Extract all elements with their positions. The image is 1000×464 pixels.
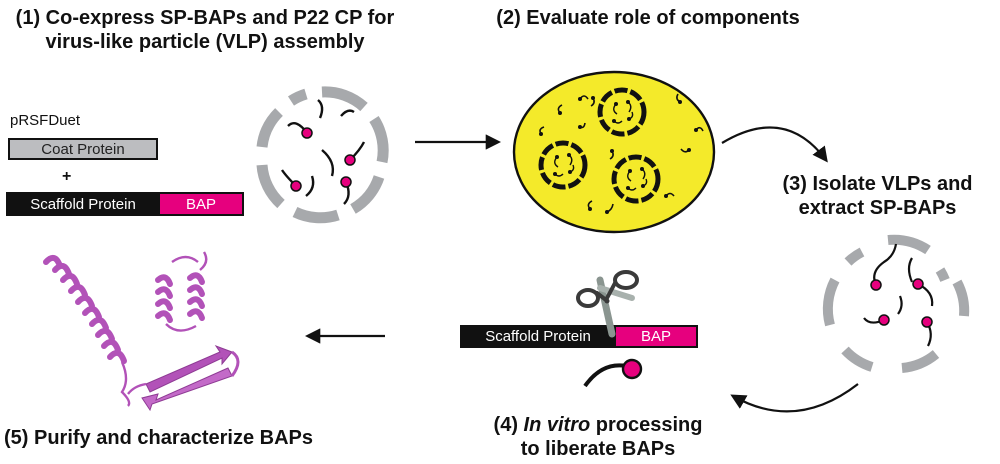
mini-vlp-top: [597, 87, 647, 137]
cell-with-vlps: [512, 70, 716, 234]
liberated-bap: [583, 358, 643, 388]
step5-title: (5) Purify and characterize BAPs: [4, 426, 349, 450]
protein-structure-icon: [43, 251, 240, 412]
step4-prefix: (4): [493, 414, 524, 436]
step4-title-line2: to liberate BAPs: [520, 438, 676, 460]
step2-title: (2) Evaluate role of components: [468, 6, 828, 30]
disrupted-vlp: [822, 234, 970, 373]
bap-bar: BAP: [158, 192, 244, 216]
step1-title: (1) Co-express SP-BAPs and P22 CP for vi…: [0, 6, 410, 54]
step1-title-line2: virus-like particle (VLP) assembly: [45, 31, 365, 53]
vlp-shell: [256, 86, 389, 224]
processing-bap-label: BAP: [640, 328, 671, 345]
step2-title-line1: (2) Evaluate role of components: [496, 7, 800, 29]
scaffold-protein-label: Scaffold Protein: [30, 195, 136, 213]
coat-protein-label: Coat Protein: [41, 140, 125, 158]
bap-label: BAP: [185, 195, 216, 213]
step4-italic: In vitro: [523, 414, 591, 436]
step4-title: (4) In vitro processing to liberate BAPs: [448, 413, 748, 461]
processing-bap-bar: BAP: [614, 325, 698, 348]
curved-arrow-icon: [730, 383, 859, 413]
step3-title: (3) Isolate VLPs and extract SP-BAPs: [755, 172, 1000, 220]
step4-suffix: processing: [590, 414, 703, 436]
step5-title-line1: (5) Purify and characterize BAPs: [4, 427, 313, 449]
beta-hairpin: [127, 344, 240, 412]
plus-sign: +: [62, 168, 72, 185]
step3-title-line2: extract SP-BAPs: [798, 197, 957, 219]
processing-scaffold-label: Scaffold Protein: [485, 328, 591, 345]
mini-vlp-left: [538, 140, 588, 190]
step3-title-line1: (3) Isolate VLPs and: [782, 173, 973, 195]
mini-vlp-right: [611, 154, 661, 204]
helix-hairpin: [155, 251, 208, 332]
plasmid-name: pRSFDuet: [10, 112, 81, 129]
processing-scaffold-bar: Scaffold Protein: [460, 325, 616, 348]
step4-title-line1: (4) In vitro processing: [448, 413, 748, 437]
coat-protein-bar: Coat Protein: [8, 138, 158, 160]
long-helix: [43, 254, 131, 407]
curved-arrow-icon: [721, 126, 828, 163]
step1-title-line1: (1) Co-express SP-BAPs and P22 CP for: [15, 7, 395, 29]
scissors-icon: [576, 270, 639, 338]
scaffold-protein-bar: Scaffold Protein: [6, 192, 160, 216]
